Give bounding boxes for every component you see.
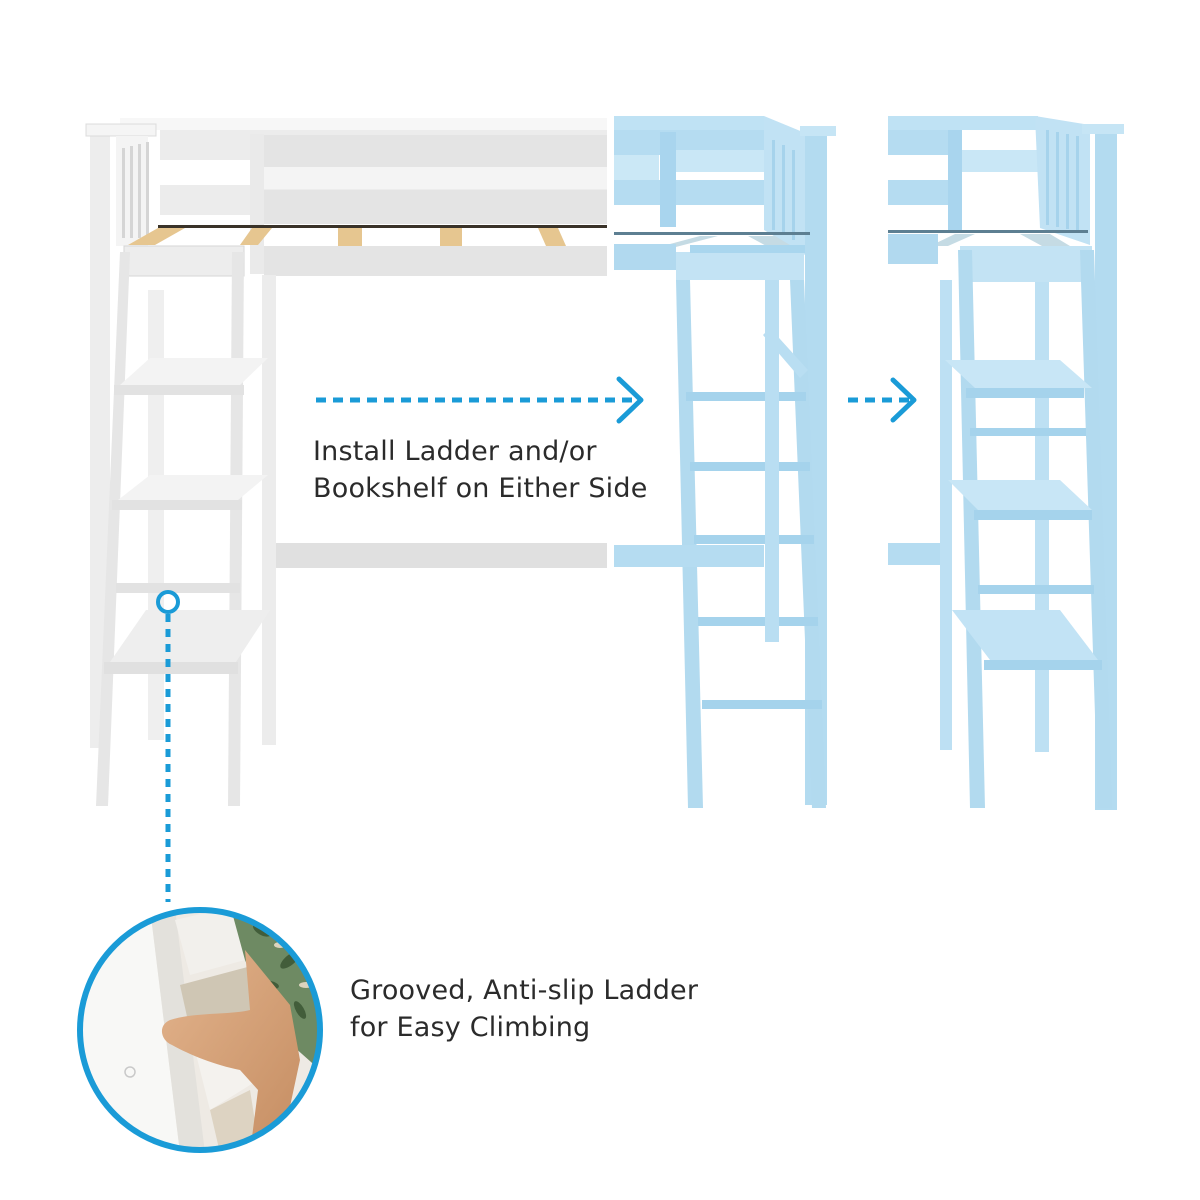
long-dotted-arrow (316, 376, 644, 424)
install-caption: Install Ladder and/or Bookshelf on Eithe… (313, 433, 648, 507)
ladder-caption: Grooved, Anti-slip Ladder for Easy Climb… (350, 972, 698, 1046)
ladder-caption-line2: for Easy Climbing (350, 1012, 591, 1043)
ladder-caption-line1: Grooved, Anti-slip Ladder (350, 975, 699, 1006)
install-caption-line1: Install Ladder and/or (313, 436, 597, 467)
short-dotted-arrow (848, 377, 917, 423)
install-caption-line2: Bookshelf on Either Side (313, 473, 648, 504)
white-loft-bed (85, 118, 607, 806)
blue-loft-bed-bookshelf (888, 116, 1124, 810)
blue-loft-bed-ladder (614, 116, 836, 808)
ladder-closeup-callout (77, 907, 323, 1153)
callout-connector (156, 590, 180, 902)
